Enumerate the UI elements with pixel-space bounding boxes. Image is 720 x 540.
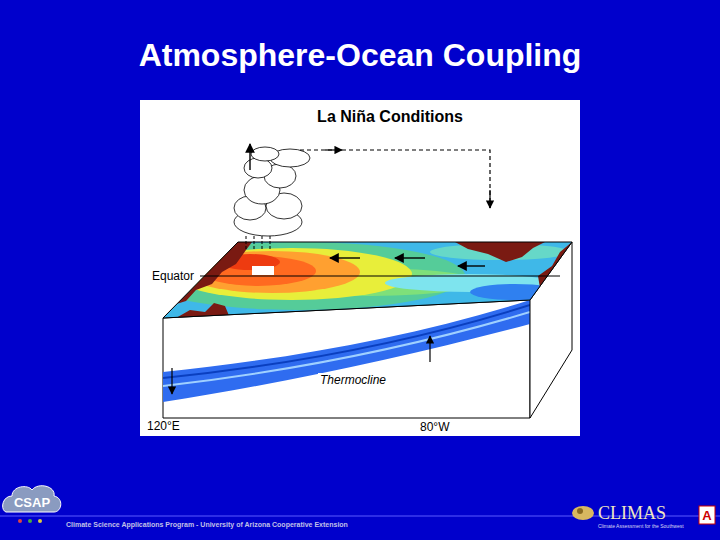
equator-line bbox=[200, 276, 560, 277]
footer-text: Climate Science Applications Program - U… bbox=[66, 521, 348, 528]
rain-lines bbox=[246, 236, 247, 250]
logo-text: A bbox=[702, 509, 711, 522]
sea-surface bbox=[135, 242, 572, 318]
convection-cloud bbox=[234, 147, 310, 236]
sea-surface bbox=[330, 257, 360, 258]
logo-subtitle: Climate Assessment for the Southwest bbox=[598, 524, 684, 529]
longitude-label: 120°E bbox=[147, 420, 180, 432]
logo-text: CSAP bbox=[14, 496, 50, 509]
walker-circulation bbox=[300, 150, 490, 208]
csap-logo bbox=[3, 486, 61, 523]
ocean-front-face bbox=[429, 336, 430, 362]
csap-logo bbox=[3, 486, 61, 512]
climas-logo bbox=[572, 506, 594, 520]
rain-lines bbox=[246, 236, 270, 250]
figure-panel bbox=[140, 100, 580, 436]
walker-circulation bbox=[300, 150, 490, 208]
slide-title: Atmosphere-Ocean Coupling bbox=[139, 39, 582, 71]
rain-lines bbox=[262, 236, 263, 250]
sea-surface bbox=[470, 284, 560, 300]
thermocline-band bbox=[163, 305, 530, 378]
sea-surface bbox=[135, 242, 572, 318]
csap-logo bbox=[28, 519, 32, 523]
longitude-label: 80°W bbox=[420, 421, 449, 433]
logo-text: CLIMAS bbox=[598, 504, 666, 522]
ocean-front-face bbox=[163, 300, 530, 418]
sea-surface bbox=[252, 266, 274, 275]
walker-circulation bbox=[489, 190, 490, 208]
thermocline-band bbox=[163, 312, 530, 386]
ocean-front-face bbox=[163, 300, 530, 418]
thermocline-label: Thermocline bbox=[318, 373, 388, 387]
sea-surface bbox=[163, 242, 572, 318]
convection-cloud bbox=[251, 147, 279, 161]
climas-logo bbox=[577, 508, 583, 514]
rain-lines bbox=[270, 236, 271, 250]
sea-surface bbox=[395, 257, 425, 258]
csap-logo bbox=[18, 519, 22, 523]
sea-surface bbox=[458, 265, 485, 266]
figure-heading: La Niña Conditions bbox=[315, 108, 465, 126]
sea-surface bbox=[455, 242, 545, 262]
climas-logo bbox=[572, 506, 594, 520]
equator-label: Equator bbox=[150, 269, 196, 283]
rain-lines bbox=[254, 236, 255, 250]
csap-logo bbox=[38, 519, 42, 523]
ocean-front-face bbox=[171, 368, 172, 394]
ua-logo bbox=[699, 506, 715, 524]
rising-air-arrow bbox=[249, 144, 250, 170]
walker-circulation bbox=[325, 149, 342, 150]
